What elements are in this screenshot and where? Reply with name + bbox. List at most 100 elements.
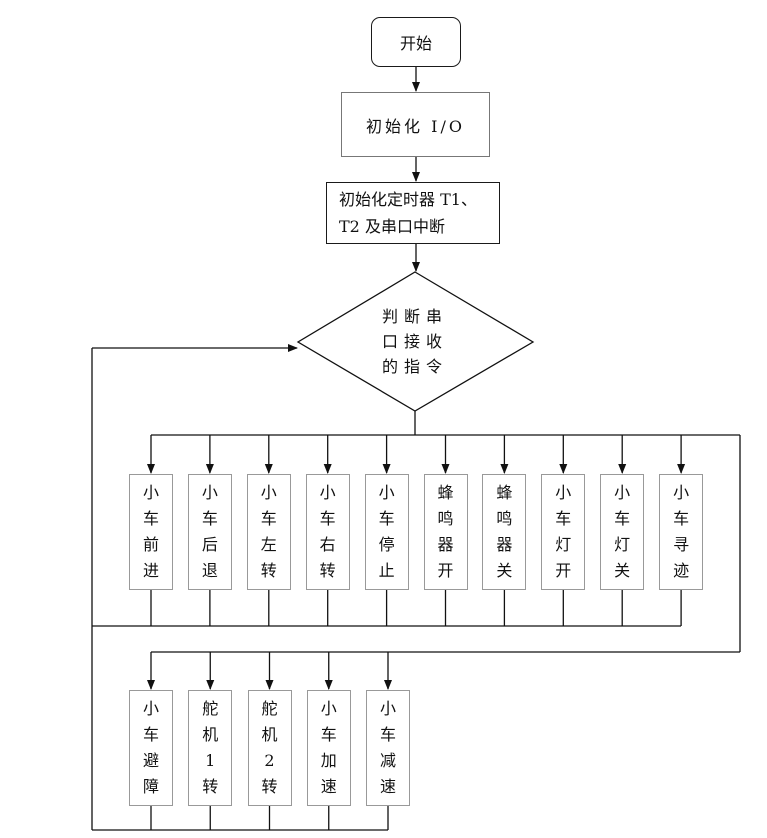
command-char: 后	[201, 535, 218, 554]
command-char: 车	[555, 509, 572, 528]
command-char: 速	[379, 777, 396, 796]
command-text: 小车避障	[143, 696, 159, 800]
command-char: 开	[437, 561, 454, 580]
command-char: 车	[201, 509, 218, 528]
command-char: 车	[260, 509, 277, 528]
command-char: 车	[378, 509, 395, 528]
command-char: 关	[614, 561, 631, 580]
command-char: 2	[264, 751, 275, 770]
command-char: 小	[614, 483, 631, 502]
command-char: 鸣	[437, 509, 454, 528]
init-io-node: 初始化 I/O	[341, 92, 490, 157]
init-io-label: 初始化 I/O	[366, 116, 465, 136]
command-char: 机	[202, 725, 219, 744]
command-char: 迹	[673, 561, 690, 580]
row1-command-box-3: 小车左转	[246, 474, 291, 590]
command-char: 速	[320, 777, 337, 796]
command-char: 前	[142, 535, 159, 554]
row2-command-box-1: 小车避障	[129, 690, 173, 806]
start-label: 开始	[399, 34, 432, 53]
command-char: 1	[205, 751, 216, 770]
command-char: 障	[142, 777, 159, 796]
command-char: 寻	[673, 535, 690, 554]
command-char: 小	[260, 483, 277, 502]
command-char: 小	[142, 483, 159, 502]
command-text: 小车灯开	[555, 480, 571, 584]
command-char: 机	[261, 725, 278, 744]
command-char: 小	[319, 483, 336, 502]
command-char: 车	[142, 725, 159, 744]
command-char: 转	[261, 777, 278, 796]
command-char: 车	[614, 509, 631, 528]
command-char: 小	[142, 699, 159, 718]
row1-command-box-2: 小车后退	[187, 474, 232, 590]
row2-command-box-2: 舵机 1 转	[188, 690, 233, 806]
command-text: 舵机 1 转	[202, 696, 218, 800]
command-char: 停	[378, 535, 395, 554]
command-char: 小	[379, 699, 396, 718]
init-timer-node: 初始化定时器 T1、 T2 及串口中断	[326, 182, 500, 244]
row1-command-box-9: 小车灯关	[600, 474, 645, 590]
command-char: 开	[555, 561, 572, 580]
command-text: 舵机 2 转	[261, 696, 277, 800]
command-text: 小车加速	[321, 696, 337, 800]
command-text: 小车停止	[379, 480, 395, 584]
command-char: 小	[378, 483, 395, 502]
command-text: 小车寻迹	[673, 480, 689, 584]
command-char: 小	[320, 699, 337, 718]
decision-label: 判断串 口接收 的指令	[370, 304, 460, 379]
command-char: 加	[320, 751, 337, 770]
command-char: 车	[320, 725, 337, 744]
command-char: 止	[378, 561, 395, 580]
command-text: 小车左转	[261, 480, 277, 584]
command-text: 小车后退	[202, 480, 218, 584]
row2-command-box-4: 小车加速	[306, 690, 351, 806]
command-char: 左	[260, 535, 277, 554]
command-char: 小	[201, 483, 218, 502]
command-char: 退	[201, 561, 218, 580]
command-char: 车	[319, 509, 336, 528]
row1-command-box-1: 小车前进	[129, 474, 173, 590]
command-text: 小车灯关	[614, 480, 630, 584]
command-char: 车	[142, 509, 159, 528]
decision-line-1: 判断串	[381, 307, 448, 326]
command-text: 小车右转	[320, 480, 336, 584]
row1-command-box-7: 蜂鸣器关	[482, 474, 527, 590]
row2-command-box-5: 小车减速	[366, 690, 410, 806]
command-text: 小车减速	[380, 696, 396, 800]
command-char: 减	[379, 751, 396, 770]
start-node: 开始	[371, 17, 461, 67]
command-text: 蜂鸣器关	[496, 480, 512, 584]
decision-line-2: 口接收	[381, 332, 448, 351]
command-char: 鸣	[496, 509, 513, 528]
command-char: 转	[319, 561, 336, 580]
command-char: 右	[319, 535, 336, 554]
command-char: 车	[673, 509, 690, 528]
command-char: 器	[496, 535, 513, 554]
row1-command-box-5: 小车停止	[364, 474, 409, 590]
init-timer-label-line1: 初始化定时器 T1、	[339, 190, 477, 209]
command-char: 器	[437, 535, 454, 554]
row1-command-box-10: 小车寻迹	[659, 474, 704, 590]
command-char: 车	[379, 725, 396, 744]
command-char: 避	[142, 751, 159, 770]
command-text: 蜂鸣器开	[437, 480, 453, 584]
command-char: 关	[496, 561, 513, 580]
command-char: 蜂	[496, 483, 513, 502]
command-char: 灯	[614, 535, 631, 554]
decision-line-3: 的指令	[381, 357, 448, 376]
command-char: 转	[260, 561, 277, 580]
command-char: 舵	[202, 699, 219, 718]
command-char: 灯	[555, 535, 572, 554]
command-char: 小	[555, 483, 572, 502]
row1-command-box-6: 蜂鸣器开	[423, 474, 468, 590]
row2-command-box-3: 舵机 2 转	[247, 690, 292, 806]
command-char: 小	[673, 483, 690, 502]
command-char: 转	[202, 777, 219, 796]
command-text: 小车前进	[143, 480, 159, 584]
init-timer-label-line2: T2 及串口中断	[339, 217, 445, 236]
row1-command-box-8: 小车灯开	[541, 474, 586, 590]
command-char: 进	[142, 561, 159, 580]
command-char: 舵	[261, 699, 278, 718]
